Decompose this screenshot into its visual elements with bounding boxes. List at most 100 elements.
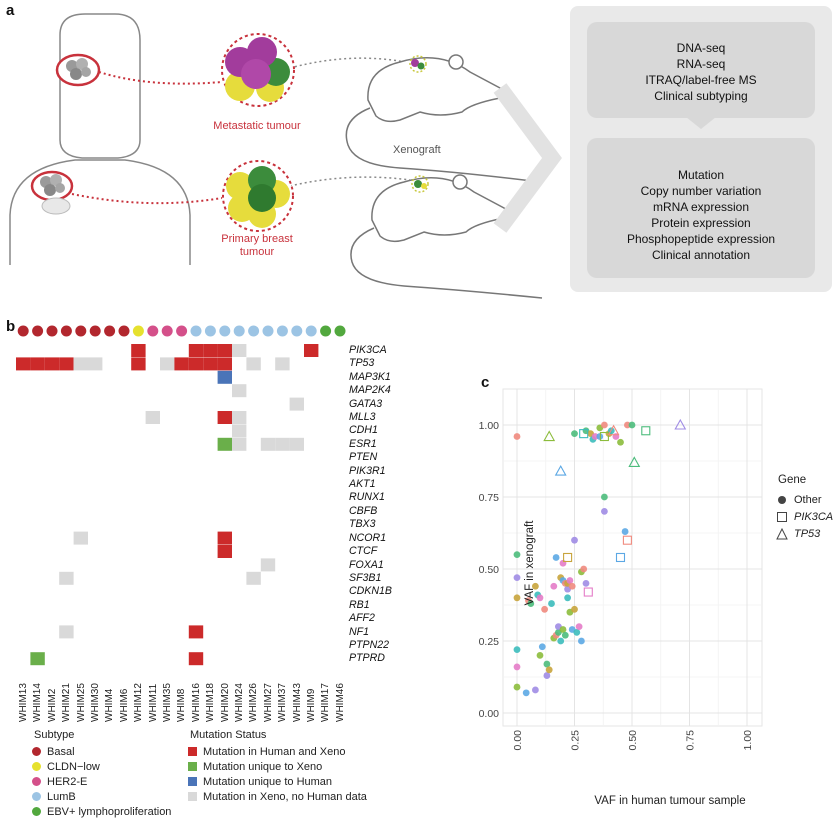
assay-clinical: Clinical subtyping [654,89,748,103]
gene-legend-other: Other [776,491,833,508]
mutation-cell-tp53-whim21 [59,357,74,371]
gene-label-akt1: AKT1 [349,478,376,491]
point-pik3ca-2 [583,587,593,597]
subtype-dot-whim17 [320,325,332,337]
mutation-cell-tp53-whim13 [16,357,31,371]
triangle-marker-icon [776,527,788,539]
subtype-legend-cldn-low: CLDN−low [32,759,171,774]
mutation-cell-foxa1-whim27 [260,558,276,572]
gene-legend-tp53: TP53 [776,525,833,542]
mutation-cell-esr1-whim24 [232,437,247,451]
mutation-cell-mll3-whim24 [232,411,247,424]
metastatic-label: Metastatic tumour [213,120,301,132]
subtype-dot-whim11 [147,325,159,337]
x-tick-label: 0.75 [685,730,697,751]
point-other-4 [513,646,521,654]
mutation-cell-map3k1-whim20 [217,370,232,384]
subtype-legend-basal: Basal [32,744,171,759]
point-tp53-0 [543,430,556,442]
subtype-swatch [32,777,41,786]
point-other-2 [513,574,521,582]
xenograft-label: Xenograft [393,144,441,156]
point-other-14 [536,652,544,659]
mutation-cell-mll3-whim11 [145,411,160,424]
gene-label-mll3: MLL3 [349,411,376,424]
subtype-dot-whim12 [132,325,144,337]
point-other-41 [571,430,578,438]
subtype-legend-label: LumB [47,790,76,803]
subtype-dot-whim21 [60,325,72,337]
point-other-3 [513,594,521,602]
xenograft-tumour-top [409,55,427,73]
mutation-cell-cdh1-whim24 [232,424,247,438]
status-legend-label: Mutation unique to Human [203,775,333,788]
gene-label-cbfb: CBFB [349,504,378,517]
mutation-cell-pik3ca-whim12 [131,344,146,357]
output-clinical: Clinical annotation [651,248,751,262]
subtype-dot-whim2 [46,325,58,337]
subtype-swatch [32,762,41,771]
assay-rna-seq: RNA-seq [676,57,726,71]
gene-legend-pik3ca: PIK3CA [776,508,833,525]
mutation-cell-pik3ca-whim24 [232,344,247,357]
x-axis-label: VAF in human tumour sample [594,795,746,807]
gene-label-pten: PTEN [349,451,378,464]
mutation-cell-pik3ca-whim16 [188,344,204,357]
point-tp53-3 [628,456,641,467]
subtype-dot-whim8 [176,325,188,337]
subtype-swatch [32,792,41,801]
gene-label-ptpn22: PTPN22 [349,638,390,651]
output-mrna: mRNA expression [652,200,750,214]
status-legend-human-only: Mutation unique to Human [188,774,367,789]
subtype-dot-whim43 [291,325,303,337]
point-tp53-1 [554,464,567,476]
point-other-9 [527,600,535,607]
point-other-5 [513,663,521,671]
gene-label-gata3: GATA3 [349,397,383,410]
mutation-cell-sf3b1-whim21 [59,571,74,585]
subtype-legend-lumb: LumB [32,789,171,804]
mutation-cell-sf3b1-whim26 [246,571,261,585]
subtype-legend-title: Subtype [34,729,75,741]
subtype-dot-whim20 [219,325,231,337]
status-legend-xeno-only: Mutation unique to Xeno [188,759,367,774]
x-tick-label: 0.25 [570,730,582,751]
subtype-dot-whim4 [104,325,116,337]
point-other-19 [545,666,553,674]
gene-label-nf1: NF1 [349,625,370,638]
mutation-cell-nf1-whim21 [59,625,74,639]
mutation-cell-esr1-whim27 [260,437,276,451]
mutation-cell-tp53-whim18 [203,357,218,371]
subtype-dot-whim13 [17,325,29,337]
subtype-legend-label: HER2-E [47,775,88,788]
panel-b-letter: b [6,318,16,335]
point-other-1 [513,551,521,558]
subtype-legend-her2-e: HER2-E [32,774,171,789]
output-list: Mutation Copy number variation mRNA expr… [587,167,815,263]
subtype-dot-whim35 [161,325,173,337]
mutation-cell-esr1-whim20 [217,437,232,451]
point-other-18 [543,672,551,679]
gene-label-pik3r1: PIK3R1 [349,464,386,477]
output-protein: Protein expression [651,216,751,230]
point-other-10 [532,686,539,694]
mutation-cell-tp53-whim20 [217,357,232,371]
point-pik3ca-1 [579,429,589,439]
subtype-swatch [32,807,41,816]
mutation-cell-tp53-whim25 [73,357,88,371]
output-mutation: Mutation [677,168,725,182]
mutation-cell-pik3ca-whim18 [203,344,218,357]
mutation-cell-tp53-whim14 [30,357,45,371]
point-tp53-2 [607,424,620,436]
gene-label-pik3ca: PIK3CA [349,344,387,356]
point-other-21 [550,582,558,590]
assay-arrow [686,117,716,129]
mutation-cell-map2k4-whim24 [232,384,247,398]
point-other-56 [601,421,608,429]
xenograft-mouse-bottom [350,174,543,299]
